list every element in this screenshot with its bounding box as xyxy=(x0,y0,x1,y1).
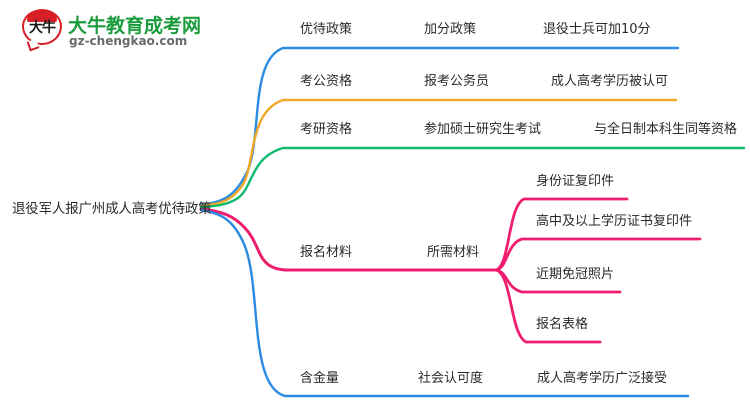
wire-blue-value xyxy=(199,208,690,398)
wire-pink-sub-form xyxy=(494,268,602,344)
node-level1-policy[interactable]: 优待政策 xyxy=(300,22,353,37)
node-level2-apply-civilservice[interactable]: 报考公务员 xyxy=(424,74,490,89)
node-level2-social-recognition[interactable]: 社会认可度 xyxy=(418,371,484,386)
node-level3-application-form[interactable]: 报名表格 xyxy=(536,317,589,332)
wire-pink-materials xyxy=(199,207,498,272)
node-level2-master-exam[interactable]: 参加硕士研究生考试 xyxy=(424,122,542,137)
wire-orange-civilservice xyxy=(199,98,678,208)
logo-subtitle: gz-chengkao.com xyxy=(69,34,188,48)
node-level3-degree-recognized[interactable]: 成人高考学历被认可 xyxy=(551,74,669,89)
node-level3-recent-photo[interactable]: 近期免冠照片 xyxy=(536,267,615,282)
bull-head-logo-icon: 大牛 xyxy=(22,9,62,52)
node-level3-widely-accepted[interactable]: 成人高考学历广泛接受 xyxy=(537,371,668,386)
node-level1-civilservice[interactable]: 考公资格 xyxy=(300,74,353,89)
node-level1-postgrad[interactable]: 考研资格 xyxy=(300,122,353,137)
site-logo: 大牛 大牛教育成考网 gz-chengkao.com xyxy=(22,8,201,52)
wire-pink-sub-diploma xyxy=(494,237,702,272)
logo-cap-shape xyxy=(27,11,57,22)
logo-mark-text: 大牛 xyxy=(29,20,56,36)
node-level1-value[interactable]: 含金量 xyxy=(300,371,340,386)
node-level3-id-copy[interactable]: 身份证复印件 xyxy=(536,174,615,189)
node-level3-equal-qualification[interactable]: 与全日制本科生同等资格 xyxy=(594,122,738,137)
root-node[interactable]: 退役军人报广州成人高考优待政策 xyxy=(12,201,212,217)
node-level2-bonus-policy[interactable]: 加分政策 xyxy=(424,22,477,37)
node-level2-required-materials[interactable]: 所需材料 xyxy=(427,245,480,260)
logo-title: 大牛教育成考网 xyxy=(68,15,202,37)
node-level3-diploma-copy[interactable]: 高中及以上学历证书复印件 xyxy=(536,214,693,229)
node-level3-veteran-bonus[interactable]: 退役士兵可加10分 xyxy=(543,22,651,37)
node-level1-materials[interactable]: 报名材料 xyxy=(300,245,353,260)
wire-green-postgrad xyxy=(199,146,746,209)
